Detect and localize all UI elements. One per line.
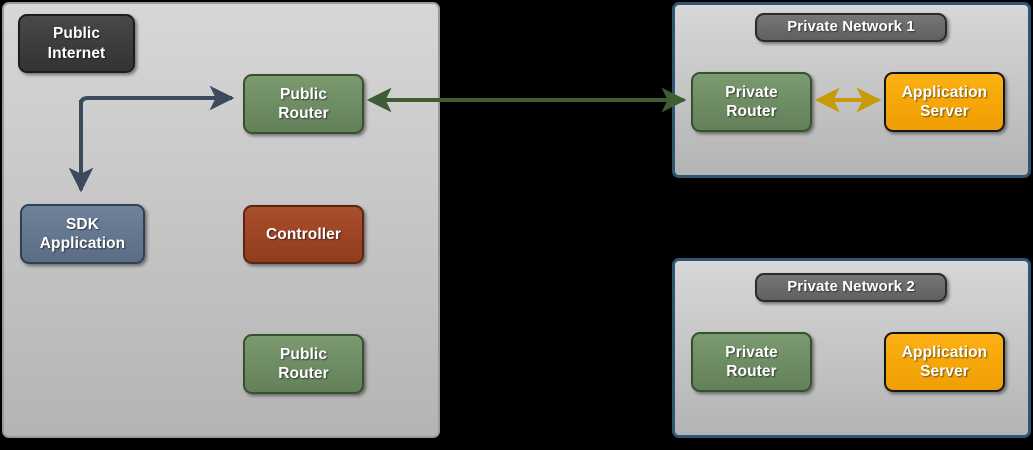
node-controller[interactable]: Controller — [243, 205, 364, 264]
node-pn1-private-router[interactable]: Private Router — [691, 72, 812, 132]
private-network-2-panel: Private Network 2 Private Router Applica… — [672, 258, 1031, 438]
node-pn2-application-server[interactable]: Application Server — [884, 332, 1005, 392]
node-pn1-private-router-label: Private Router — [725, 83, 778, 120]
node-public-router-bottom-label: Public Router — [278, 345, 329, 382]
node-sdk-application[interactable]: SDK Application — [20, 204, 145, 264]
node-pn2-private-router-label: Private Router — [725, 343, 778, 380]
node-pn1-application-server[interactable]: Application Server — [884, 72, 1005, 132]
node-sdk-application-label: SDK Application — [39, 215, 126, 252]
public-cloud-panel: Public Internet Public Router SDK Applic… — [2, 2, 440, 438]
private-network-1-panel: Private Network 1 Private Router Applica… — [672, 2, 1031, 178]
node-public-router-top[interactable]: Public Router — [243, 74, 364, 134]
node-public-router-bottom[interactable]: Public Router — [243, 334, 364, 394]
node-public-internet[interactable]: Public Internet — [18, 14, 135, 73]
private-network-2-badge-label: Private Network 2 — [787, 278, 915, 296]
private-network-1-badge-label: Private Network 1 — [787, 18, 915, 36]
private-network-1-badge: Private Network 1 — [755, 13, 947, 42]
node-controller-label: Controller — [265, 225, 342, 243]
node-public-internet-label: Public Internet — [47, 25, 106, 62]
node-public-router-top-label: Public Router — [278, 85, 329, 122]
private-network-2-badge: Private Network 2 — [755, 273, 947, 302]
node-pn1-application-server-label: Application Server — [901, 83, 988, 120]
node-pn2-private-router[interactable]: Private Router — [691, 332, 812, 392]
node-pn2-application-server-label: Application Server — [901, 343, 988, 380]
